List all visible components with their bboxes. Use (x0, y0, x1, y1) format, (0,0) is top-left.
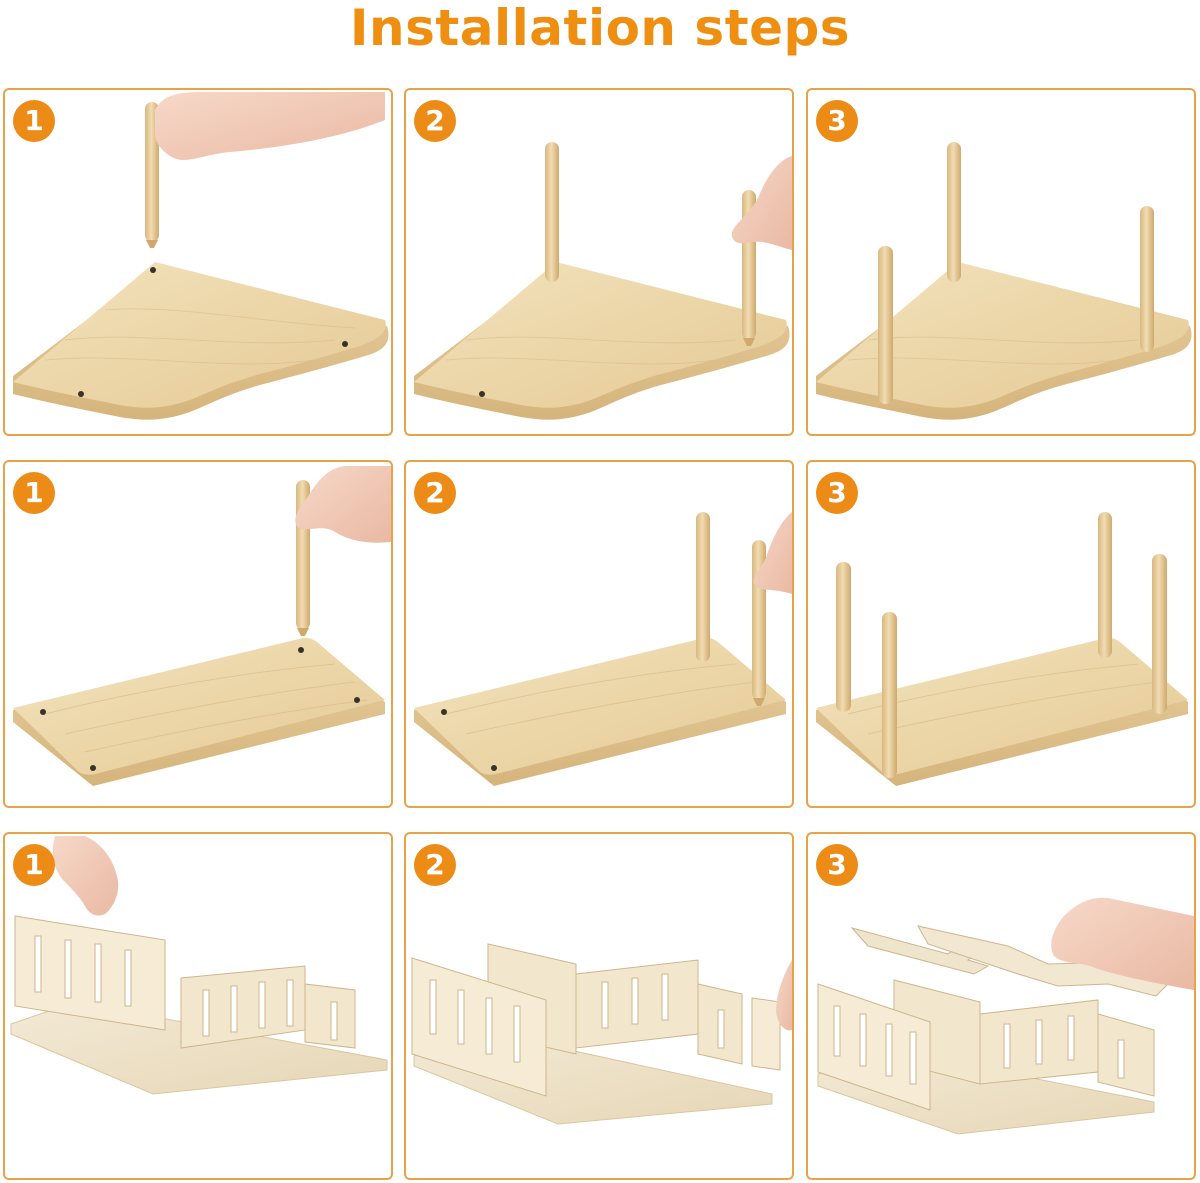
step-number-badge: 3 (816, 100, 858, 142)
step-number-badge: 2 (414, 472, 456, 514)
step-number-badge: 1 (13, 100, 55, 142)
step-panel-corner-1: 1 (3, 88, 393, 436)
step-panel-hideout-3: 3 (806, 832, 1196, 1180)
corner-platform-assembled-illustration (816, 142, 1192, 420)
step-number-badge: 2 (414, 100, 456, 142)
rectangle-platform-assembled-illustration (816, 512, 1188, 786)
step-number-badge: 3 (816, 844, 858, 886)
step-panel-corner-3: 3 (806, 88, 1196, 436)
rectangle-platform-dowel-insert-illustration (13, 466, 391, 786)
step-panel-rectangle-3: 3 (806, 460, 1196, 808)
step-number-badge: 1 (13, 472, 55, 514)
corner-platform-second-dowel-illustration (414, 142, 792, 420)
hideout-walls-assembly-illustration (411, 943, 792, 1125)
page-title: Installation steps (349, 0, 851, 57)
corner-platform-dowel-insert-illustration (13, 92, 389, 420)
step-panel-hideout-1: 1 (3, 832, 393, 1180)
step-panel-rectangle-1: 1 (3, 460, 393, 808)
step-panel-hideout-2: 2 (404, 832, 794, 1180)
step-number-badge: 2 (414, 844, 456, 886)
step-panel-rectangle-2: 2 (404, 460, 794, 808)
hideout-wall-insert-illustration (10, 836, 388, 1095)
step-number-badge: 3 (816, 472, 858, 514)
step-number-badge: 1 (13, 844, 55, 886)
hideout-roof-assembly-illustration (817, 897, 1194, 1135)
step-panel-corner-2: 2 (404, 88, 794, 436)
rectangle-platform-second-dowel-illustration (414, 512, 792, 786)
